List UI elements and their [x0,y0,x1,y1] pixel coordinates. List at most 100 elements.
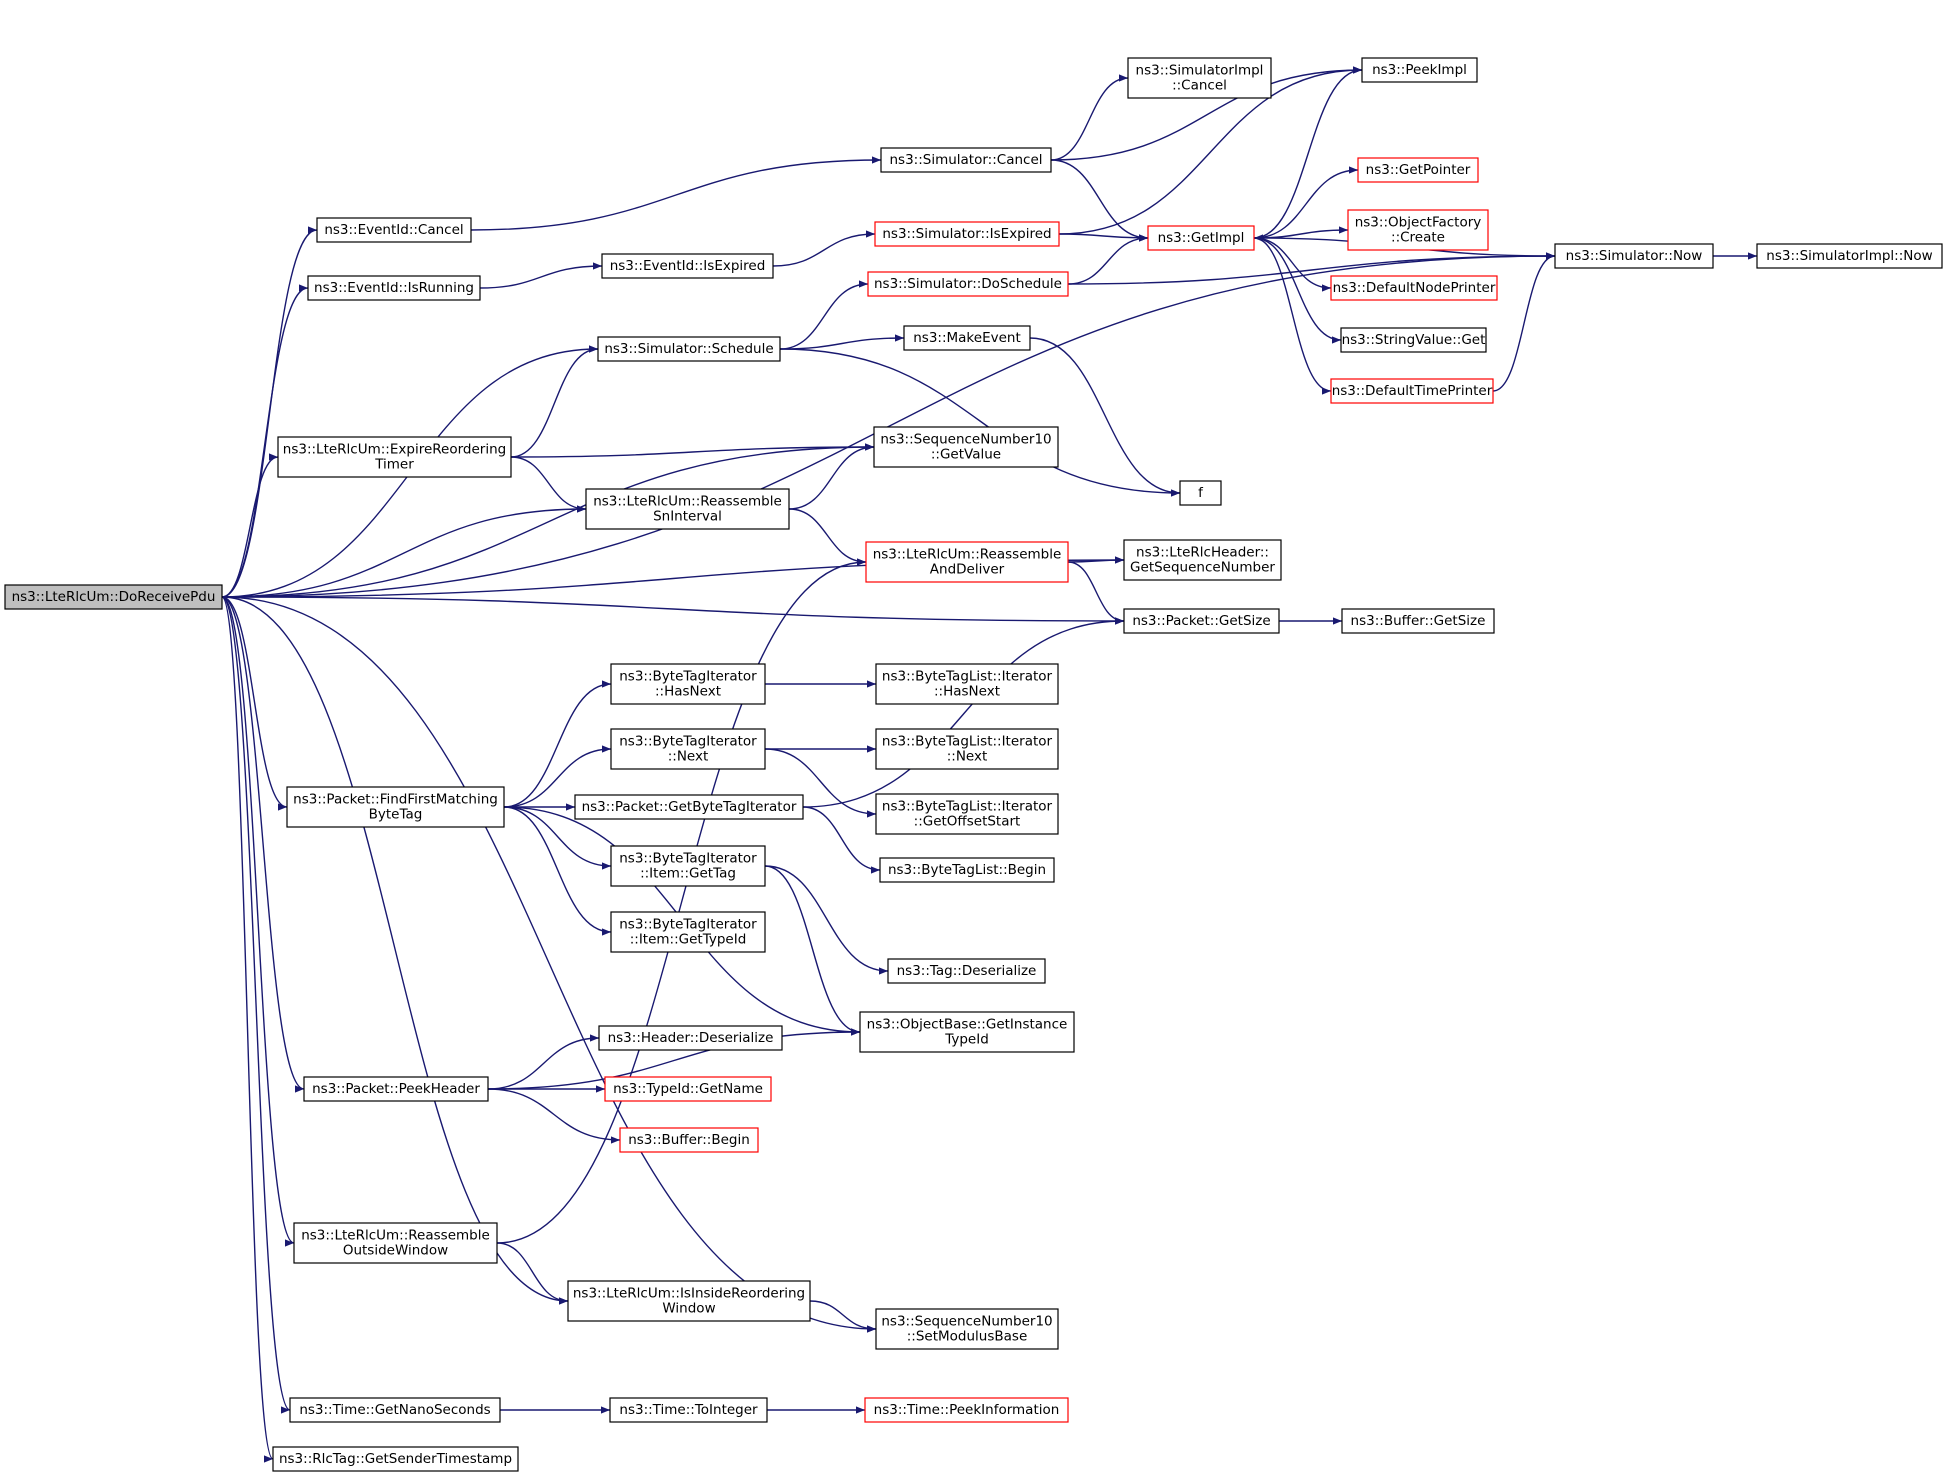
node-box[interactable] [1554,243,1714,269]
node-peekinfo[interactable]: ns3::Time::PeekInformation [864,1397,1069,1423]
node-simisexpired[interactable]: ns3::Simulator::IsExpired [874,221,1060,247]
node-getnano[interactable]: ns3::Time::GetNanoSeconds [289,1397,501,1423]
node-box[interactable] [303,1076,489,1102]
node-box[interactable] [1123,608,1280,634]
node-getimpl[interactable]: ns3::GetImpl [1147,225,1255,251]
node-btloffset[interactable]: ns3::ByteTagList::Iterator::GetOffsetSta… [875,793,1059,835]
node-box[interactable] [875,1308,1059,1350]
node-simcancel[interactable]: ns3::Simulator::Cancel [880,147,1052,173]
node-box[interactable] [1347,209,1489,251]
node-nodeprinter[interactable]: ns3::DefaultNodePrinter [1330,275,1498,301]
node-timeprinter[interactable]: ns3::DefaultTimePrinter [1330,378,1494,404]
node-box[interactable] [1330,275,1498,301]
node-box[interactable] [604,1076,772,1102]
node-box[interactable] [867,271,1069,297]
node-box[interactable] [585,488,790,530]
node-hdrdeser[interactable]: ns3::Header::Deserialize [598,1025,783,1051]
node-setmodulus[interactable]: ns3::SequenceNumber10::SetModulusBase [875,1308,1059,1350]
node-box[interactable] [879,857,1055,883]
node-btigettypeid[interactable]: ns3::ByteTagIterator::Item::GetTypeId [610,911,766,953]
node-seqgetvalue[interactable]: ns3::SequenceNumber10::GetValue [873,426,1059,468]
node-box[interactable] [903,325,1031,351]
node-box[interactable] [598,1025,783,1051]
node-box[interactable] [610,663,766,705]
node-box[interactable] [610,911,766,953]
node-btigettag[interactable]: ns3::ByteTagIterator::Item::GetTag [610,845,766,887]
node-doschedule[interactable]: ns3::Simulator::DoSchedule [867,271,1069,297]
node-btlnext[interactable]: ns3::ByteTagList::Iterator::Next [875,728,1059,770]
node-box[interactable] [859,1011,1075,1053]
node-box[interactable] [610,845,766,887]
node-eventcancel[interactable]: ns3::EventId::Cancel [316,217,472,243]
node-btnext[interactable]: ns3::ByteTagIterator::Next [610,728,766,770]
node-bufgetsize[interactable]: ns3::Buffer::GetSize [1341,608,1495,634]
node-peekheader[interactable]: ns3::Packet::PeekHeader [303,1076,489,1102]
node-pktgetsize[interactable]: ns3::Packet::GetSize [1123,608,1280,634]
node-eventisrunning[interactable]: ns3::EventId::IsRunning [307,275,481,301]
node-box[interactable] [574,794,804,820]
node-box[interactable] [880,147,1052,173]
node-objfactory[interactable]: ns3::ObjectFactory::Create [1347,209,1489,251]
node-box[interactable] [865,541,1069,583]
node-tointeger[interactable]: ns3::Time::ToInteger [609,1397,768,1423]
node-bthasnext[interactable]: ns3::ByteTagIterator::HasNext [610,663,766,705]
node-tagdeser[interactable]: ns3::Tag::Deserialize [887,958,1046,984]
node-box[interactable] [875,728,1059,770]
node-getpointer[interactable]: ns3::GetPointer [1357,157,1479,183]
node-f[interactable]: f [1179,480,1222,506]
node-box[interactable] [1179,480,1222,506]
node-getbti[interactable]: ns3::Packet::GetByteTagIterator [574,794,804,820]
node-box[interactable] [1756,243,1943,269]
node-root[interactable]: ns3::LteRlcUm::DoReceivePdu [4,584,223,610]
node-box[interactable] [1361,57,1478,83]
node-box[interactable] [864,1397,1069,1423]
node-box[interactable] [567,1280,811,1322]
node-box[interactable] [601,253,774,279]
node-box[interactable] [1127,57,1272,99]
node-box[interactable] [619,1127,759,1153]
node-strget[interactable]: ns3::StringValue::Get [1340,327,1487,353]
node-simimplcancel[interactable]: ns3::SimulatorImpl::Cancel [1127,57,1272,99]
node-schedule[interactable]: ns3::Simulator::Schedule [597,336,781,362]
node-box[interactable] [875,663,1059,705]
node-btlhasnext[interactable]: ns3::ByteTagList::Iterator::HasNext [875,663,1059,705]
node-box[interactable] [293,1222,498,1264]
node-box[interactable] [610,728,766,770]
node-bufbegin[interactable]: ns3::Buffer::Begin [619,1127,759,1153]
node-btlbegin[interactable]: ns3::ByteTagList::Begin [879,857,1055,883]
node-box[interactable] [1341,608,1495,634]
node-eventisexpired[interactable]: ns3::EventId::IsExpired [601,253,774,279]
node-now[interactable]: ns3::Simulator::Now [1554,243,1714,269]
node-box[interactable] [887,958,1046,984]
node-box[interactable] [1123,539,1282,581]
node-box[interactable] [286,786,505,828]
node-getseqnum[interactable]: ns3::LteRlcHeader::GetSequenceNumber [1123,539,1282,581]
node-box[interactable] [873,426,1059,468]
node-box[interactable] [316,217,472,243]
node-box[interactable] [874,221,1060,247]
node-box[interactable] [1340,327,1487,353]
node-box[interactable] [1330,378,1494,404]
node-box[interactable] [277,436,512,478]
node-box[interactable] [609,1397,768,1423]
node-box[interactable] [1147,225,1255,251]
node-peekimpl[interactable]: ns3::PeekImpl [1361,57,1478,83]
node-typeidname[interactable]: ns3::TypeId::GetName [604,1076,772,1102]
node-box[interactable] [4,584,223,610]
node-rlctag[interactable]: ns3::RlcTag::GetSenderTimestamp [272,1446,519,1472]
node-box[interactable] [1357,157,1479,183]
node-box[interactable] [875,793,1059,835]
node-box[interactable] [289,1397,501,1423]
node-makeevent[interactable]: ns3::MakeEvent [903,325,1031,351]
node-box[interactable] [307,275,481,301]
node-box[interactable] [597,336,781,362]
node-implnow[interactable]: ns3::SimulatorImpl::Now [1756,243,1943,269]
node-box[interactable] [272,1446,519,1472]
